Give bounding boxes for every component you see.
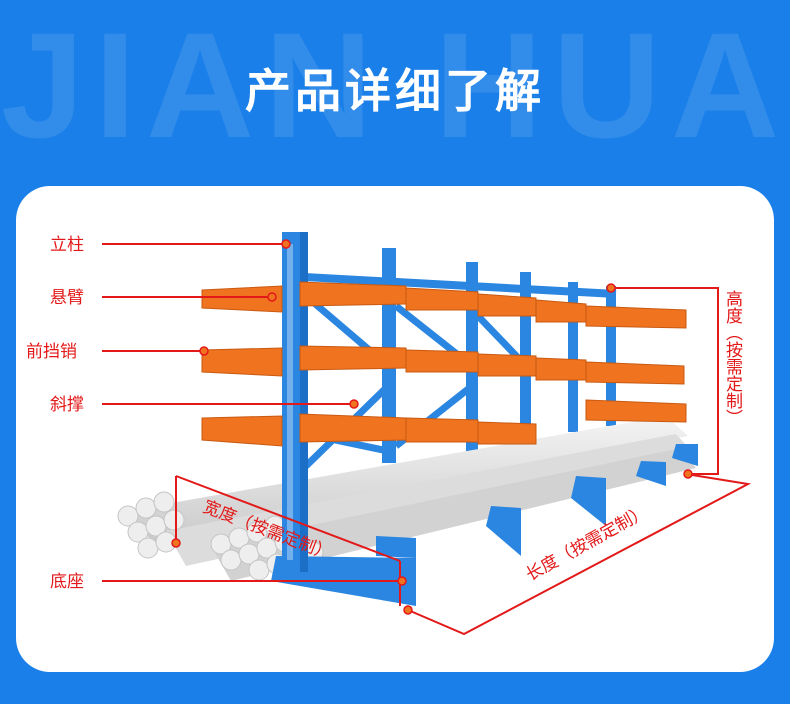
page-title: 产品详细了解 bbox=[245, 64, 545, 118]
leader-lines bbox=[102, 243, 400, 582]
background-watermark: JIAN HUA bbox=[0, 1, 790, 169]
label-front-stop: 前挡销 bbox=[26, 342, 77, 362]
leader-dots bbox=[171, 239, 693, 615]
cantilever-rack-diagram: 立柱 悬臂 前挡销 斜撑 底座 宽度（按需定制） 长度（按需定制） 高度（按需定… bbox=[26, 232, 752, 636]
dimension-lines bbox=[175, 287, 752, 636]
label-upright: 立柱 bbox=[50, 235, 84, 255]
label-base: 底座 bbox=[50, 572, 84, 592]
label-height: 高度（按需定制） bbox=[722, 290, 743, 426]
label-length: 长度（按需定制） bbox=[523, 502, 652, 585]
label-brace: 斜撑 bbox=[50, 395, 84, 415]
product-diagram-card: 立柱 悬臂 前挡销 斜撑 底座 宽度（按需定制） 长度（按需定制） 高度（按需定… bbox=[16, 186, 774, 672]
arms bbox=[201, 281, 687, 447]
label-arm: 悬臂 bbox=[50, 288, 84, 308]
